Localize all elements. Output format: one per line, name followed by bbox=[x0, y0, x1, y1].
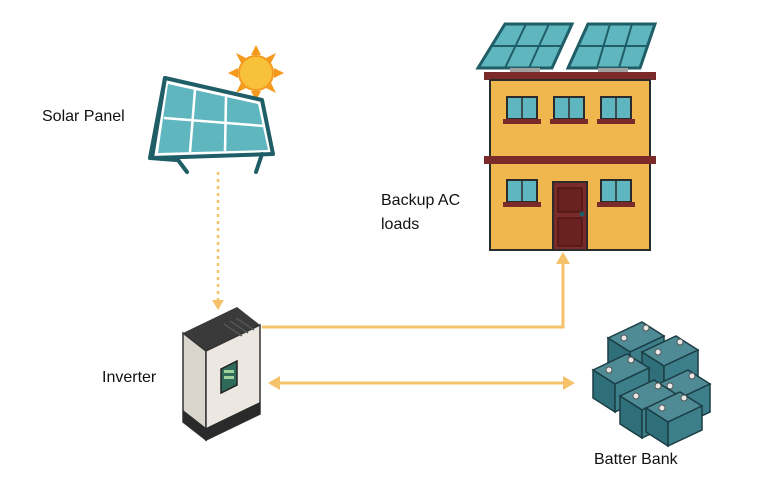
inverter-label: Inverter bbox=[102, 369, 157, 386]
backup-loads-label: Backup AC bbox=[381, 192, 461, 209]
house-icon bbox=[475, 22, 658, 251]
battery-side-arrowhead bbox=[563, 376, 575, 390]
backup-loads-label-line2: loads bbox=[381, 216, 420, 233]
sun-icon bbox=[228, 45, 284, 101]
battery-bank-icon bbox=[591, 321, 712, 448]
battery-unit bbox=[644, 391, 704, 448]
loads-arrowhead bbox=[556, 252, 570, 264]
inverter-icon bbox=[182, 307, 261, 442]
connectors bbox=[212, 172, 575, 390]
solar-panel-label: Solar Panel bbox=[42, 108, 125, 125]
inverter-side-arrowhead bbox=[268, 376, 280, 390]
solar-panel-icon bbox=[148, 76, 275, 174]
solar-to-inverter-arrowhead bbox=[212, 300, 224, 310]
inverter-to-loads-connector bbox=[262, 262, 565, 329]
battery-bank-label: Batter Bank bbox=[594, 451, 678, 468]
roof-solar-panels bbox=[475, 22, 658, 72]
